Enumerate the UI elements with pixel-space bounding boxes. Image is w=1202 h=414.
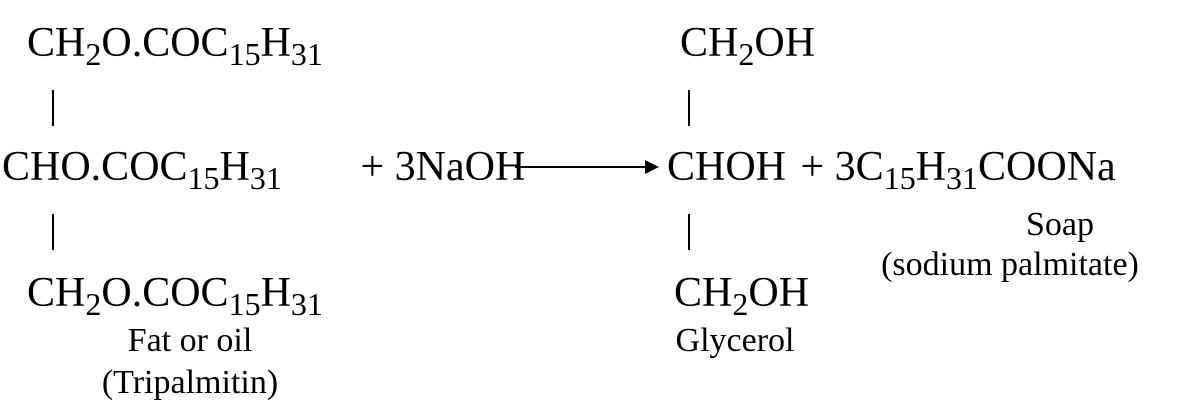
subscript: 15 bbox=[228, 35, 261, 72]
subscript: 15 bbox=[228, 285, 261, 322]
reactant-bottom-formula: CH2O.COC15H31 bbox=[27, 270, 323, 322]
reactant-middle-formula: CHO.COC15H31 bbox=[2, 144, 282, 196]
soap-formula: + 3C15H31COONa bbox=[790, 144, 1116, 196]
subscript: 31 bbox=[290, 285, 323, 322]
glycerol-bond-bottom bbox=[688, 214, 690, 250]
glycerol-bond-top bbox=[688, 90, 690, 126]
subscript: 2 bbox=[738, 35, 755, 72]
reactant-bond-bottom bbox=[52, 214, 54, 250]
glycerol-middle-formula: CHOH bbox=[667, 144, 787, 190]
subscript: 2 bbox=[85, 285, 102, 322]
glycerol-top-formula: CH2OH bbox=[680, 20, 816, 72]
subscript: 31 bbox=[249, 159, 282, 196]
subscript: 2 bbox=[85, 35, 102, 72]
subscript: 15 bbox=[187, 159, 220, 196]
glycerol-label: Glycerol bbox=[675, 322, 795, 359]
glycerol-bottom-formula: CH2OH bbox=[674, 270, 810, 322]
subscript: 31 bbox=[946, 159, 979, 196]
soap-label: Soap bbox=[1026, 206, 1094, 243]
subscript: 15 bbox=[883, 159, 916, 196]
reactant-label: Fat or oil bbox=[127, 322, 253, 359]
reaction-arrow bbox=[515, 160, 659, 174]
subscript: 2 bbox=[732, 285, 749, 322]
reagent-formula: + 3NaOH bbox=[350, 144, 526, 190]
reactant-sublabel: (Tripalmitin) bbox=[101, 364, 279, 401]
reactant-bond-top bbox=[52, 90, 54, 126]
subscript: 31 bbox=[290, 35, 323, 72]
reactant-top-formula: CH2O.COC15H31 bbox=[27, 20, 323, 72]
soap-sublabel: (sodium palmitate) bbox=[881, 246, 1139, 283]
